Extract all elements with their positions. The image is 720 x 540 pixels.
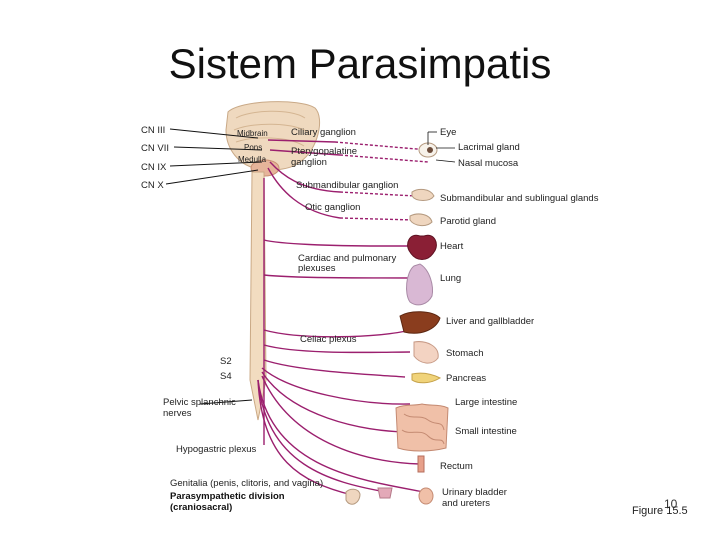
label-pons: Pons (244, 143, 262, 152)
uterus-icon (377, 487, 393, 499)
organ-illustrations (345, 142, 449, 505)
label-ciliary: Ciliary ganglion (291, 127, 356, 138)
lung-icon (406, 263, 433, 306)
label-lung: Lung (440, 273, 461, 284)
rectum-icon (417, 455, 425, 473)
intestine-icon (395, 403, 449, 452)
label-pterygo-2: ganglion (291, 157, 327, 168)
label-urinary-2: and ureters (442, 498, 490, 509)
figure-reference: Figure 15.5 (632, 505, 688, 517)
label-midbrain: Midbrain (237, 129, 268, 138)
label-submandibular-glands: Submandibular and sublingual glands (440, 193, 599, 204)
label-heart: Heart (440, 241, 464, 252)
stomach-icon (413, 341, 439, 364)
label-cardiac-1: Cardiac and pulmonary (298, 253, 396, 264)
label-cn9: CN IX (141, 162, 167, 173)
label-hypogastric: Hypogastric plexus (176, 444, 257, 455)
label-division: Parasympathetic division (170, 491, 285, 502)
label-parotid: Parotid gland (440, 216, 496, 227)
pancreas-icon (411, 372, 442, 384)
label-pelvic-1: Pelvic splanchnic (163, 397, 236, 408)
heart-icon (407, 234, 437, 260)
label-rectum: Rectum (440, 461, 473, 472)
label-pterygo-1: Pterygopalatine (291, 146, 357, 157)
gland-icon (411, 188, 435, 201)
label-cardiac-2: plexuses (298, 263, 336, 274)
label-pelvic-2: nerves (163, 408, 192, 419)
genitalia-icon (345, 488, 361, 505)
label-cn3: CN III (141, 125, 165, 136)
label-large-intestine: Large intestine (455, 397, 517, 408)
label-otic: Otic ganglion (305, 202, 360, 213)
label-genitalia: Genitalia (penis, clitoris, and vagina) (170, 478, 323, 489)
slide-title: Sistem Parasimpatis (168, 40, 552, 87)
label-celiac: Celiac plexus (300, 334, 357, 345)
brain-illustration (225, 101, 321, 177)
label-submandibular-ganglion: Submandibular ganglion (296, 180, 398, 191)
label-urinary-1: Urinary bladder (442, 487, 507, 498)
label-lacrimal: Lacrimal gland (458, 142, 520, 153)
label-stomach: Stomach (446, 348, 484, 359)
label-cn7: CN VII (141, 143, 169, 154)
page-number: 10 (664, 497, 678, 511)
label-cn10: CN X (141, 180, 164, 191)
label-small-intestine: Small intestine (455, 426, 517, 437)
label-s2: S2 (220, 356, 232, 367)
label-s4: S4 (220, 371, 232, 382)
label-medulla: Medulla (238, 155, 267, 164)
label-nasal: Nasal mucosa (458, 158, 519, 169)
label-craniosacral: (craniosacral) (170, 502, 232, 513)
label-liver: Liver and gallbladder (446, 316, 534, 327)
liver-icon (399, 311, 441, 334)
parotid-icon (409, 213, 433, 227)
nerve-pathways (257, 139, 429, 496)
label-pancreas: Pancreas (446, 373, 486, 384)
label-eye: Eye (440, 127, 456, 138)
bladder-icon (418, 487, 434, 505)
